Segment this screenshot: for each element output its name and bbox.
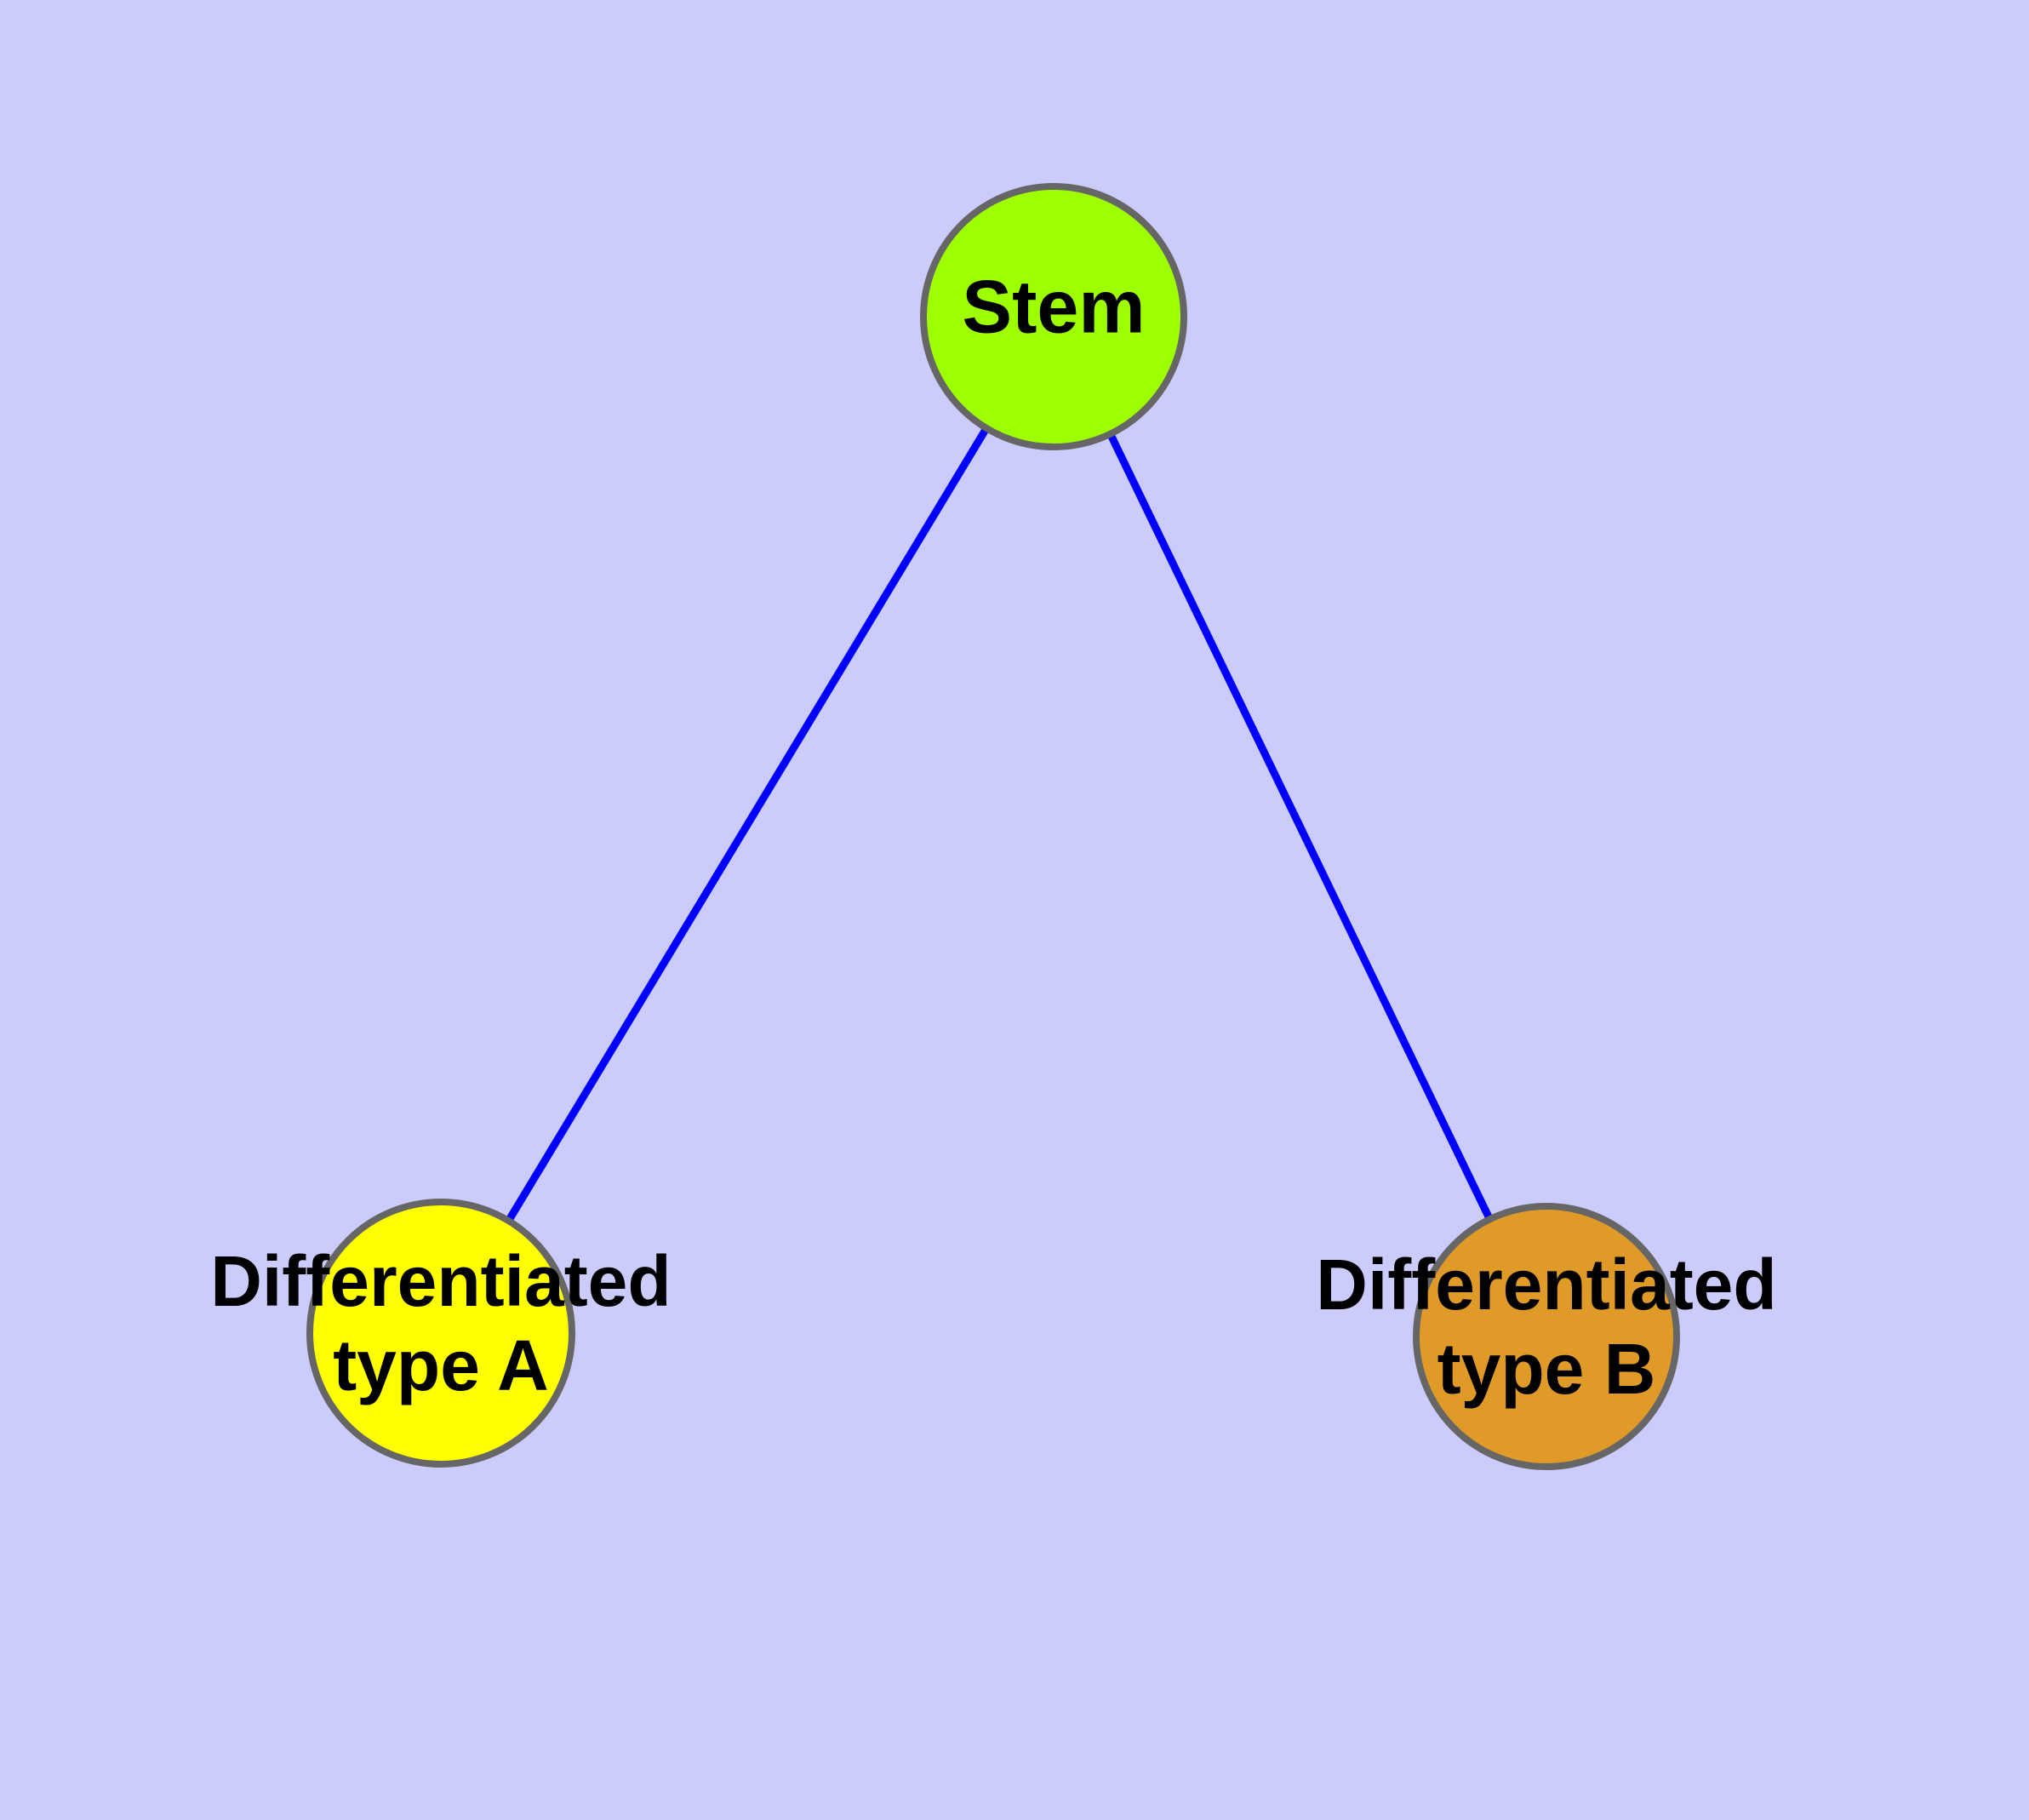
node-diff_a[interactable] xyxy=(306,1199,575,1468)
edge-stem-to-diff-a xyxy=(437,314,1057,1336)
node-label-line: Differentiated xyxy=(210,1241,671,1321)
node-label-line: type A xyxy=(333,1325,549,1405)
edge-stem-to-diff-b xyxy=(1049,315,1551,1338)
node-label-line: Stem xyxy=(962,264,1145,348)
node-label-line: Differentiated xyxy=(1316,1245,1776,1325)
nodes-layer xyxy=(306,183,1680,1470)
node-stem[interactable] xyxy=(920,183,1187,450)
node-diff_b[interactable] xyxy=(1413,1203,1680,1470)
edges-layer xyxy=(437,314,1551,1338)
node-label-stem: Stem xyxy=(962,264,1145,348)
node-label-line: type B xyxy=(1437,1329,1656,1409)
